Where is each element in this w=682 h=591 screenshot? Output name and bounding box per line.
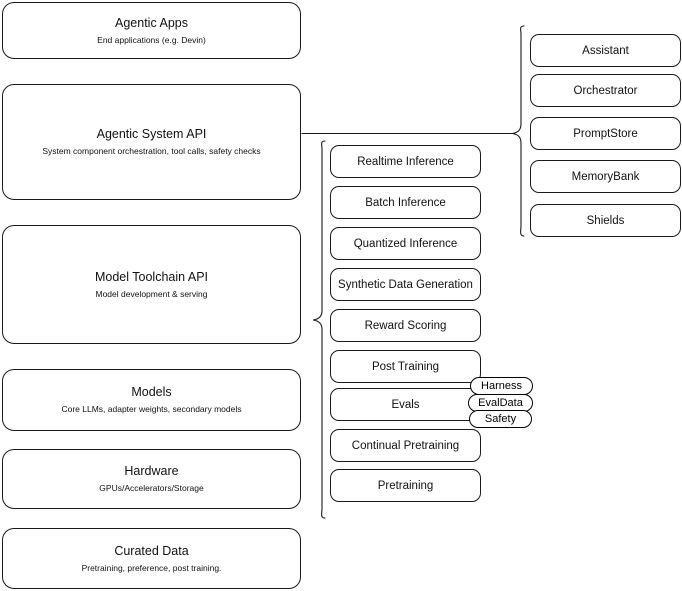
- component-label: Batch Inference: [365, 196, 446, 209]
- layer-subtitle: Pretraining, preference, post training.: [81, 562, 222, 573]
- layer-card-agentic-system-api[interactable]: Agentic System API System component orch…: [2, 84, 301, 200]
- layer-title: Model Toolchain API: [94, 269, 209, 284]
- component-label: Continual Pretraining: [351, 439, 460, 452]
- component-label: Shields: [586, 214, 625, 227]
- component-pill-reward-scoring[interactable]: Reward Scoring: [330, 309, 481, 342]
- component-pill-realtime-inference[interactable]: Realtime Inference: [330, 145, 481, 178]
- evals-tag-label: Harness: [481, 379, 522, 392]
- layer-title: Agentic Apps: [115, 15, 188, 30]
- component-label: MemoryBank: [571, 170, 640, 183]
- component-pill-memorybank[interactable]: MemoryBank: [530, 160, 681, 193]
- component-pill-shields[interactable]: Shields: [530, 204, 681, 237]
- evals-tag-harness[interactable]: Harness: [470, 377, 533, 395]
- component-label: PromptStore: [573, 127, 638, 140]
- component-label: Post Training: [371, 360, 440, 373]
- component-label: Orchestrator: [573, 84, 638, 97]
- component-label: Assistant: [582, 44, 629, 57]
- layer-title: Hardware: [124, 464, 179, 478]
- layer-subtitle: System component orchestration, tool cal…: [42, 146, 261, 156]
- layer-card-hardware[interactable]: Hardware GPUs/Accelerators/Storage: [2, 449, 301, 509]
- component-pill-continual-pretraining[interactable]: Continual Pretraining: [330, 429, 481, 462]
- layer-subtitle: Model development & serving: [95, 288, 208, 299]
- evals-tag-label: Safety: [484, 412, 517, 425]
- component-pill-orchestrator[interactable]: Orchestrator: [530, 74, 681, 107]
- component-pill-evals[interactable]: Evals: [330, 388, 481, 421]
- component-pill-pretraining[interactable]: Pretraining: [330, 469, 481, 502]
- component-label: Reward Scoring: [364, 319, 447, 332]
- layer-card-models[interactable]: Models Core LLMs, adapter weights, secon…: [2, 369, 301, 431]
- layer-card-agentic-apps[interactable]: Agentic Apps End applications (e.g. Devi…: [2, 2, 301, 59]
- component-label: Quantized Inference: [353, 237, 458, 250]
- component-pill-promptstore[interactable]: PromptStore: [530, 117, 681, 150]
- component-label: Synthetic Data Generation: [338, 278, 473, 291]
- layer-card-model-toolchain-api[interactable]: Model Toolchain API Model development & …: [2, 225, 301, 344]
- component-pill-post-training[interactable]: Post Training: [330, 350, 481, 383]
- evals-tag-label: EvalData: [478, 396, 523, 409]
- evals-tag-safety[interactable]: Safety: [469, 410, 532, 428]
- component-label: Realtime Inference: [357, 155, 454, 168]
- layer-title: Models: [131, 385, 172, 399]
- component-label: Evals: [391, 398, 420, 411]
- component-label: Pretraining: [377, 479, 434, 492]
- brace-agentic-system-components: [511, 25, 525, 237]
- layer-title: Agentic System API: [96, 127, 207, 141]
- layer-title: Curated Data: [114, 543, 189, 558]
- component-pill-synthetic-data-generation[interactable]: Synthetic Data Generation: [330, 268, 481, 301]
- layer-subtitle: End applications (e.g. Devin): [97, 34, 206, 45]
- component-pill-assistant[interactable]: Assistant: [530, 34, 681, 67]
- component-pill-batch-inference[interactable]: Batch Inference: [330, 186, 481, 219]
- layer-subtitle: GPUs/Accelerators/Storage: [99, 483, 204, 493]
- brace-model-toolchain-components: [312, 140, 326, 519]
- component-pill-quantized-inference[interactable]: Quantized Inference: [330, 227, 481, 260]
- layer-card-curated-data[interactable]: Curated Data Pretraining, preference, po…: [2, 528, 301, 589]
- layer-subtitle: Core LLMs, adapter weights, secondary mo…: [61, 404, 242, 414]
